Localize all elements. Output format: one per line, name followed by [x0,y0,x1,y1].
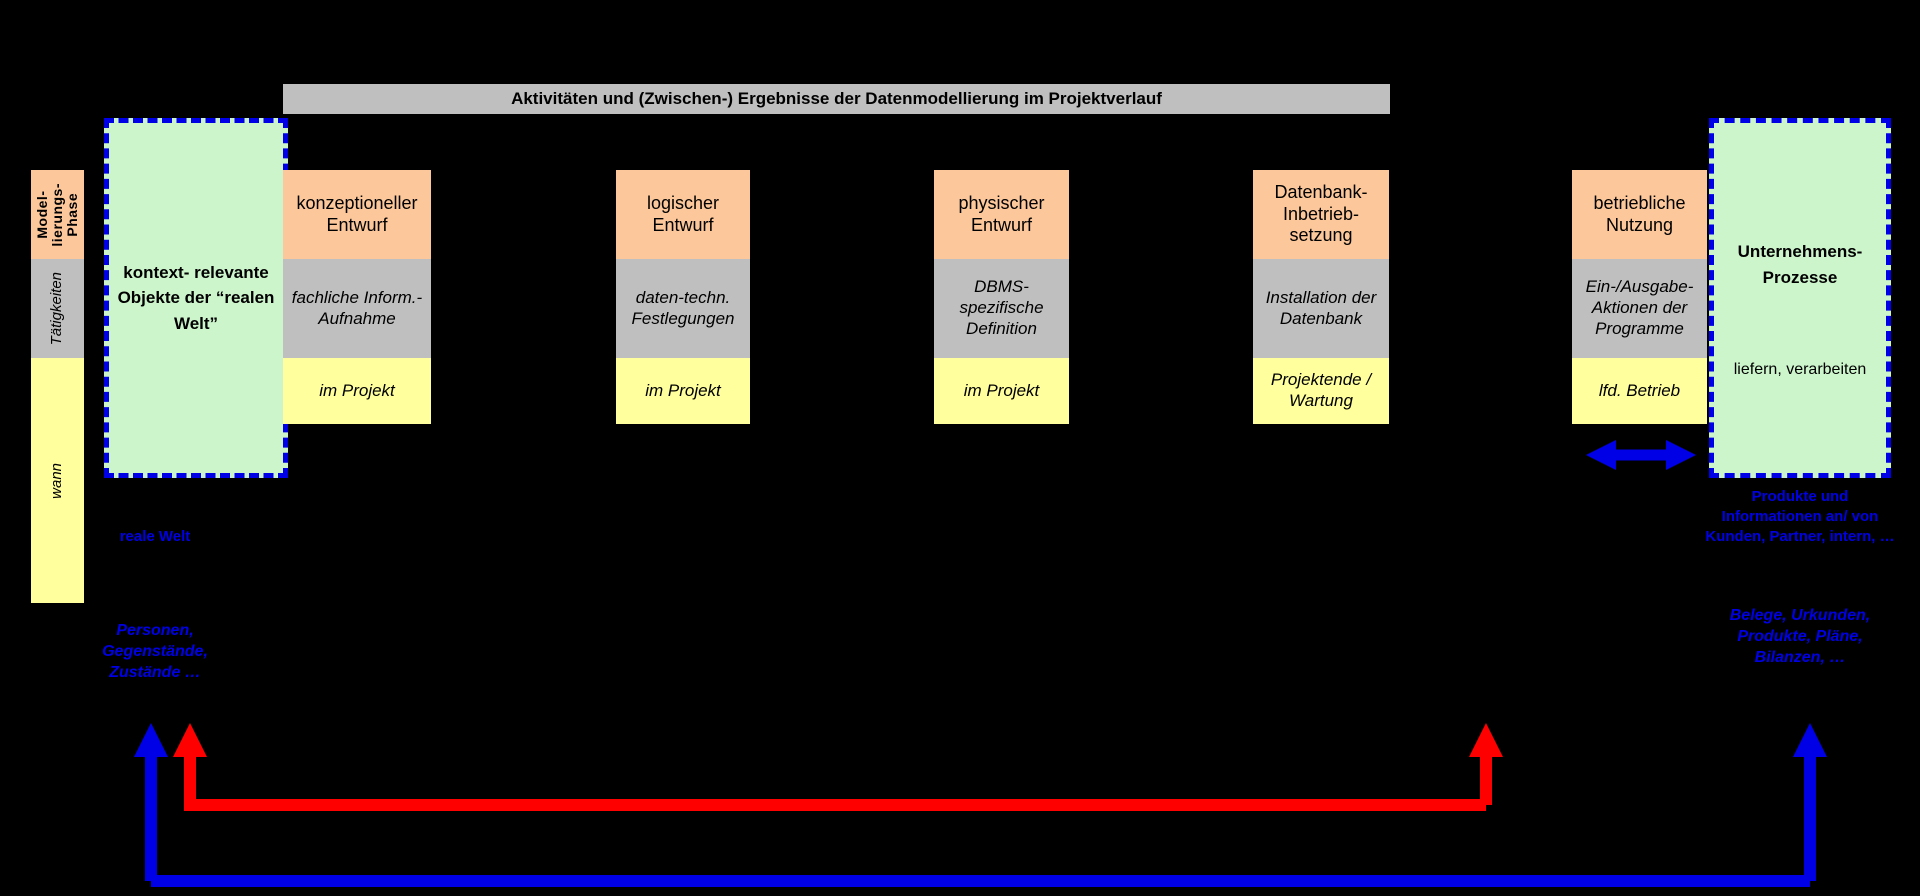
column-datenbank-inbetriebsetzung: Datenbank- Inbetrieb- setzung Installati… [1253,170,1389,424]
column-logischer-entwurf: logischer Entwurf daten-techn. Festlegun… [616,170,750,424]
panel-reale-welt-title: kontext- relevante Objekte der “realen W… [117,262,275,333]
activity-cell: daten-techn. Festlegungen [616,259,750,358]
row-label-activity: Tätigkeiten [31,259,84,358]
panel-unternehmens-prozesse-subtitle: liefern, verarbeiten [1733,361,1867,378]
row-label-when: wann [31,358,84,603]
phase-cell: logischer Entwurf [616,170,750,259]
annotation-produkte-informationen: Produkte und Informationen an/ von Kunde… [1705,488,1895,545]
row-label-when-text: wann [48,462,66,499]
column-betriebliche-nutzung: betriebliche Nutzung Ein-/Ausgabe- Aktio… [1572,170,1707,424]
row-label-activity-text: Tätigkeiten [48,271,66,346]
red-feedback-arrow [173,723,1503,811]
row-label-column: Model- lierungs- Phase Tätigkeiten wann [31,170,84,603]
blue-cycle-arrow [134,723,1827,887]
phase-cell: Datenbank- Inbetrieb- setzung [1253,170,1389,259]
activity-cell: fachliche Inform.- Aufnahme [283,259,431,358]
phase-cell: physischer Entwurf [934,170,1069,259]
panel-unternehmens-prozesse-title: Unternehmens- Prozesse [1737,242,1863,287]
column-physischer-entwurf: physischer Entwurf DBMS- spezifische Def… [934,170,1069,424]
panel-unternehmens-prozesse: Unternehmens- Prozesse liefern, verarbei… [1709,118,1891,478]
diagram-title-banner: Aktivitäten und (Zwischen-) Ergebnisse d… [283,84,1390,114]
activity-cell: Installation der Datenbank [1253,259,1389,358]
row-label-phase: Model- lierungs- Phase [31,170,84,259]
annotation-personen-gegenstaende: Personen, Gegenstände, Zustände … [102,622,208,682]
activity-cell: DBMS- spezifische Definition [934,259,1069,358]
activity-cell: Ein-/Ausgabe- Aktionen der Programme [1572,259,1707,358]
phase-cell: konzeptioneller Entwurf [283,170,431,259]
panel-reale-welt: kontext- relevante Objekte der “realen W… [104,118,288,478]
when-cell: Projektende / Wartung [1253,358,1389,424]
annotation-reale-welt: reale Welt [119,528,191,545]
column-konzeptioneller-entwurf: konzeptioneller Entwurf fachliche Inform… [283,170,431,424]
when-cell: lfd. Betrieb [1572,358,1707,424]
when-cell: im Projekt [934,358,1069,424]
when-cell: im Projekt [283,358,431,424]
bidirectional-arrow-betrieb [1586,440,1696,470]
annotation-belege-urkunden: Belege, Urkunden, Produkte, Pläne, Bilan… [1729,607,1871,667]
when-cell: im Projekt [616,358,750,424]
row-label-phase-text: Model- lierungs- Phase [33,182,81,247]
phase-cell: betriebliche Nutzung [1572,170,1707,259]
